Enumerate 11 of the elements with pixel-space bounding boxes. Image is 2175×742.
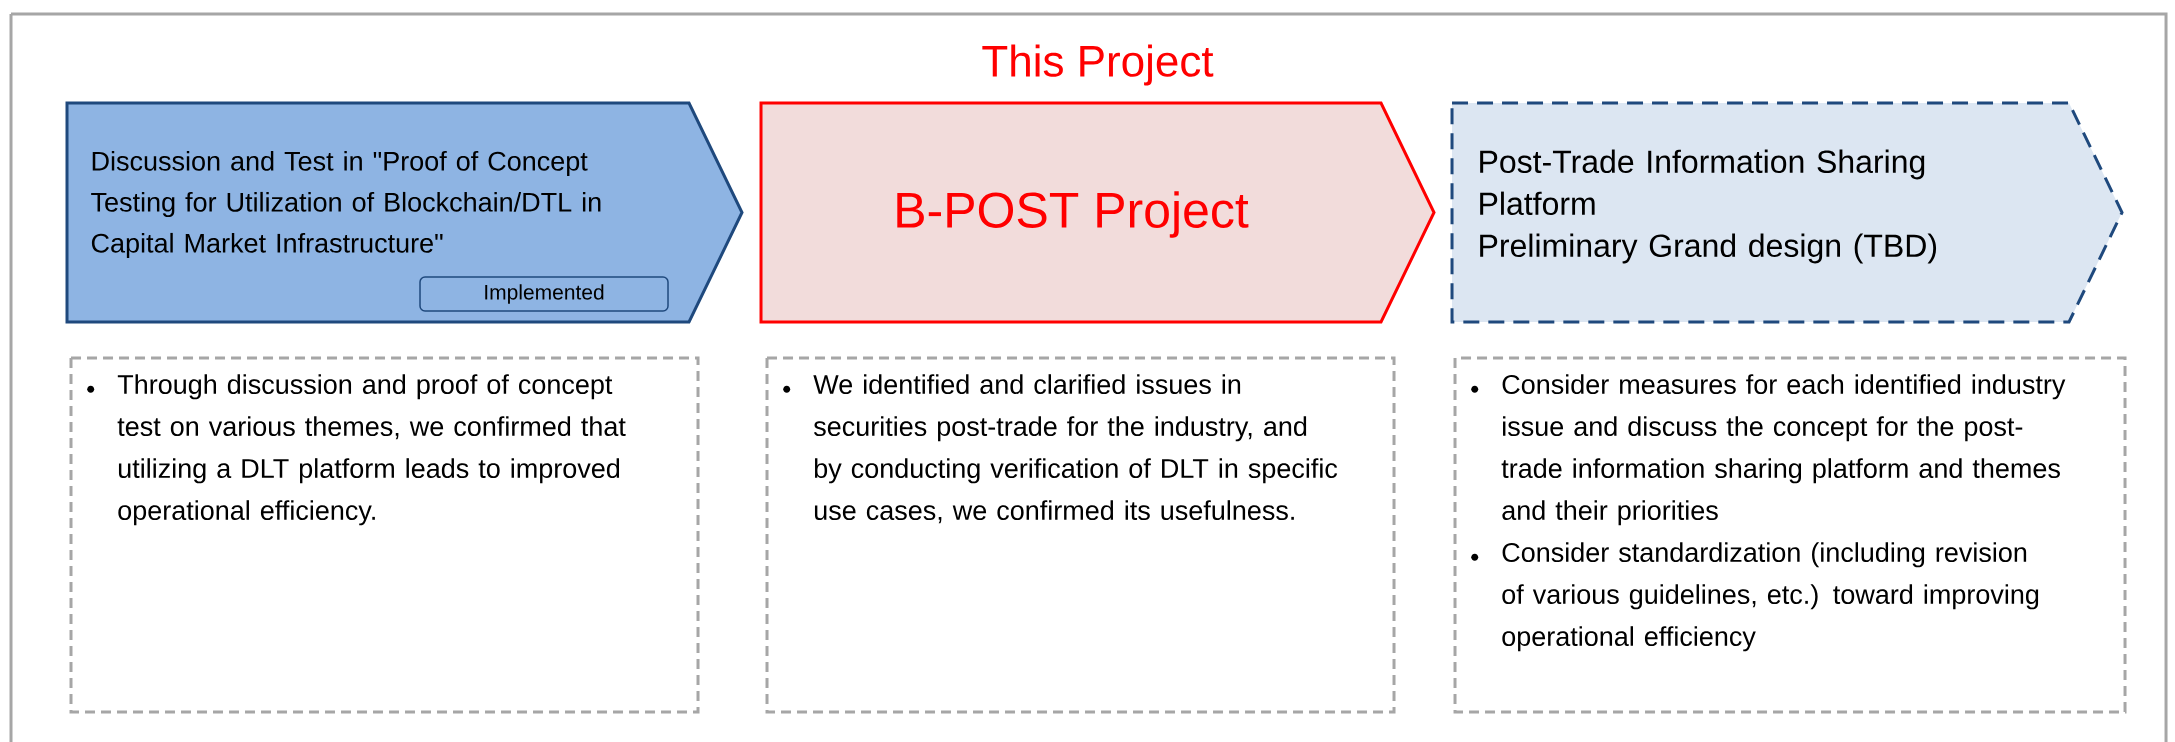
bullet-item: We identified and clarified issues in securities post-trade for the industry, and by conducting verification of DLT in specific use cases, we confirmed its usefulness. <box>813 374 1338 524</box>
bullet-item: Consider measures for each identified industry issue and discuss the concept for the post-trade information sharing platform and themes and their priorities <box>1501 374 2066 526</box>
bullet-item: Through discussion and proof of concept test on various themes, we confirmed that utilizing a DLT platform leads to improved operational efficiency. <box>117 374 626 526</box>
step-banner: B-POST Project <box>759 101 1436 324</box>
bullet-item: Consider standardization (including revision of various guidelines, etc.) toward improving operational efficiency <box>1502 542 2039 652</box>
text-box <box>1453 356 2127 714</box>
heading: This Project <box>982 44 1214 86</box>
step-banner: Post-Trade Information Sharing Platform Preliminary Grand design (TBD) <box>1450 101 2124 324</box>
text-box <box>69 356 700 714</box>
text-box <box>765 356 1396 714</box>
status-tag: Implemented <box>419 276 669 312</box>
